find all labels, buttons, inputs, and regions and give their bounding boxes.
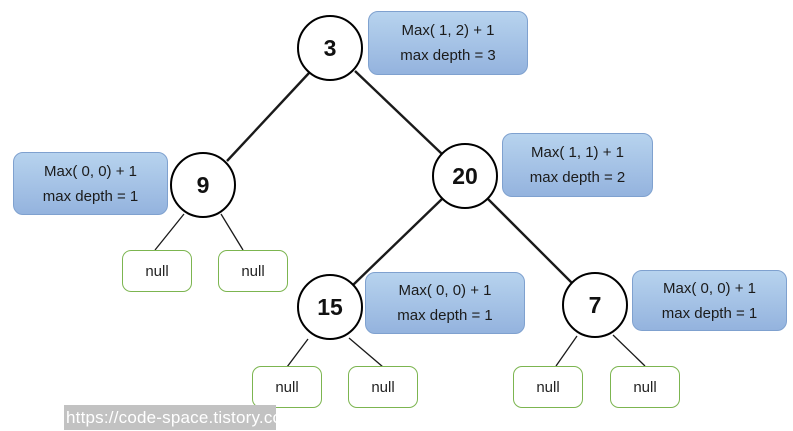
edge-15-null-right — [348, 337, 384, 368]
edge-root-right — [354, 70, 443, 155]
callout-20-depth: max depth = 2 — [529, 169, 626, 186]
tree-node-right: 20 — [432, 143, 498, 209]
callout-15-depth: max depth = 1 — [397, 307, 493, 324]
edge-9-null-right — [220, 213, 244, 251]
edge-7-null-left — [555, 335, 578, 367]
callout-7-formula: Max( 0, 0) + 1 — [663, 279, 756, 297]
callout-node-15: Max( 0, 0) + 1 max depth = 1 — [365, 272, 525, 334]
edge-right-right — [487, 198, 573, 284]
callout-node-9: Max( 0, 0) + 1 max depth = 1 — [13, 152, 168, 215]
edge-9-null-left — [154, 213, 185, 251]
null-leaf-15-left: null — [252, 366, 322, 408]
callout-root: Max( 1, 2) + 1 max depth = 3 — [368, 11, 528, 75]
edge-7-null-right — [612, 334, 646, 367]
callout-9-depth: max depth = 1 — [42, 187, 139, 205]
watermark-url: https://code-space.tistory.com — [64, 405, 296, 430]
tree-node-right-right: 7 — [562, 272, 628, 338]
callout-node-20: Max( 1, 1) + 1 max depth = 2 — [502, 133, 653, 197]
null-leaf-7-right: null — [610, 366, 680, 408]
callout-root-depth: max depth = 3 — [400, 47, 496, 64]
tree-node-root: 3 — [297, 15, 363, 81]
callout-9-formula: Max( 0, 0) + 1 — [44, 162, 137, 180]
edge-15-null-left — [286, 338, 309, 368]
callout-root-formula: Max( 1, 2) + 1 — [401, 22, 495, 39]
null-leaf-15-right: null — [348, 366, 418, 408]
callout-7-depth: max depth = 1 — [661, 304, 758, 322]
null-leaf-7-left: null — [513, 366, 583, 408]
callout-15-formula: Max( 0, 0) + 1 — [398, 282, 492, 299]
null-leaf-9-left: null — [122, 250, 192, 292]
edge-root-left — [226, 72, 310, 162]
callout-20-formula: Max( 1, 1) + 1 — [531, 144, 624, 161]
tree-node-right-left: 15 — [297, 274, 363, 340]
null-leaf-9-right: null — [218, 250, 288, 292]
callout-node-7: Max( 0, 0) + 1 max depth = 1 — [632, 270, 787, 331]
tree-node-left: 9 — [170, 152, 236, 218]
